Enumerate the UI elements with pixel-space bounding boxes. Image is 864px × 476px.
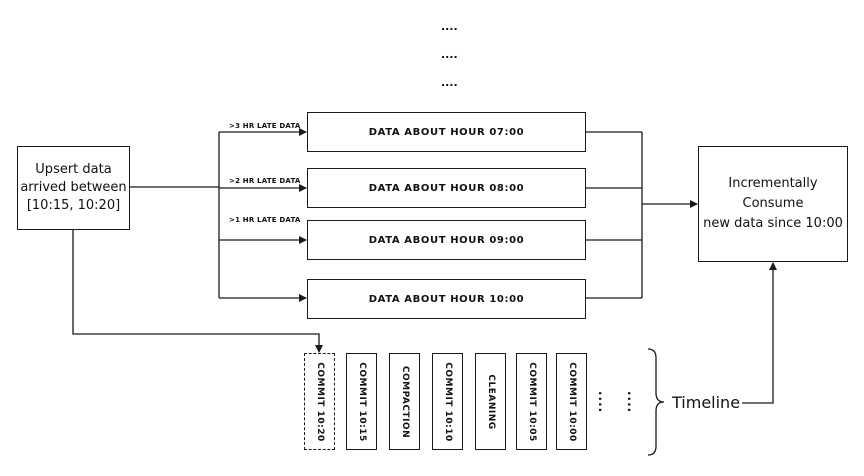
timeline-instant-commit-1020: COMMIT 10:20 — [304, 353, 335, 450]
instant-label: COMMIT 10:10 — [442, 361, 453, 442]
timeline-label: Timeline — [672, 393, 741, 412]
lateness-label-3hr: >3 HR LATE DATA — [229, 122, 301, 130]
timeline-instant-cleaning: CLEANING — [475, 353, 506, 450]
upsert-source-box: Upsert data arrived between [10:15, 10:2… — [17, 146, 130, 230]
timeline-ellipsis-1: .... — [596, 391, 610, 414]
lateness-label-1hr: >1 HR LATE DATA — [229, 216, 301, 224]
lateness-label-2hr: >2 HR LATE DATA — [229, 177, 301, 185]
source-line-3: [10:15, 10:20] — [26, 198, 121, 213]
source-line-1: Upsert data — [35, 162, 112, 177]
source-line-2: arrived between — [20, 180, 127, 195]
timeline-instant-commit-1000: COMMIT 10:00 — [556, 353, 587, 450]
instant-label: COMMIT 10:00 — [566, 361, 577, 442]
more-partitions-dots-1: .... — [441, 20, 458, 33]
timeline-instant-commit-1015: COMMIT 10:15 — [346, 353, 377, 450]
instant-label: COMMIT 10:15 — [356, 361, 367, 442]
timeline-instant-commit-1010: COMMIT 10:10 — [432, 353, 463, 450]
partition-hour-10: DATA ABOUT HOUR 10:00 — [307, 279, 586, 319]
instant-label: COMMIT 10:05 — [526, 361, 537, 442]
more-partitions-dots-3: .... — [441, 76, 458, 89]
partition-hour-09: DATA ABOUT HOUR 09:00 — [307, 220, 586, 260]
timeline-instant-commit-1005: COMMIT 10:05 — [516, 353, 547, 450]
timeline-instant-compaction: COMPACTION — [389, 353, 420, 450]
timeline-ellipsis-2: .... — [625, 391, 639, 414]
partition-hour-07: DATA ABOUT HOUR 07:00 — [307, 112, 586, 152]
instant-label: COMPACTION — [399, 365, 410, 438]
more-partitions-dots-2: .... — [441, 48, 458, 61]
instant-label: CLEANING — [485, 373, 496, 430]
incremental-consumer-box: Incrementally Consume new data since 10:… — [698, 146, 848, 262]
consumer-line-1: Incrementally Consume — [728, 176, 818, 211]
partition-hour-08: DATA ABOUT HOUR 08:00 — [307, 168, 586, 208]
instant-label: COMMIT 10:20 — [314, 361, 325, 442]
timeline-brace — [647, 348, 665, 456]
arrow-timeline-to-consumer — [742, 262, 777, 404]
consumer-line-2: new data since 10:00 — [703, 216, 843, 231]
arrow-to-pending-commit — [72, 230, 323, 353]
